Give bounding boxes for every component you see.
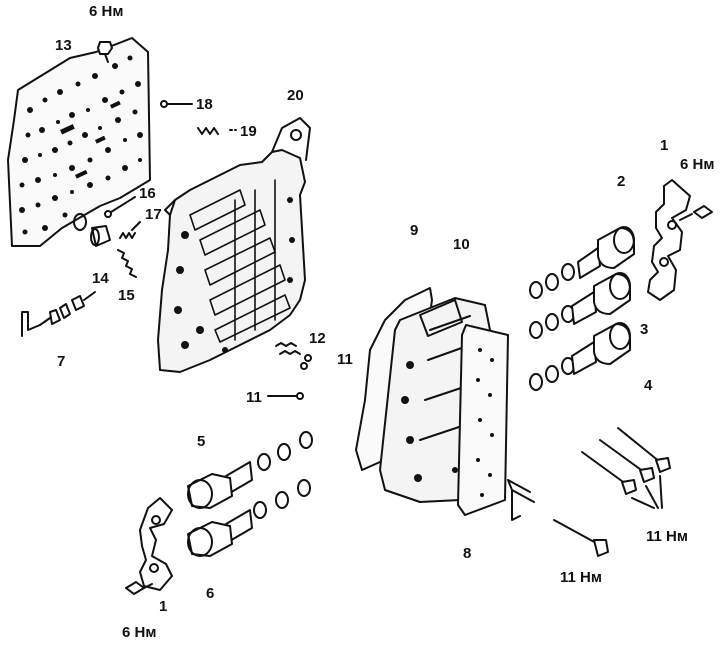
label-16: 16 <box>139 185 156 202</box>
label-torque-right: 6 Нм <box>680 156 715 173</box>
label-8: 8 <box>463 545 472 562</box>
label-5: 5 <box>197 433 206 450</box>
label-1-right: 1 <box>660 137 669 154</box>
valve-7 <box>21 291 96 337</box>
o-rings-right <box>529 263 575 391</box>
label-20: 20 <box>287 87 304 104</box>
bracket-right <box>647 179 691 301</box>
solenoid-6 <box>187 509 253 557</box>
spring-17 <box>119 232 136 239</box>
label-15: 15 <box>118 287 135 304</box>
label-4: 4 <box>644 377 653 394</box>
ball-11c <box>296 392 304 400</box>
label-6: 6 <box>206 585 215 602</box>
bolt-right <box>693 205 713 219</box>
label-1-bottom: 1 <box>159 598 168 615</box>
solenoid-2 <box>577 226 635 279</box>
label-11a: 11 <box>337 351 353 368</box>
bolt-bottom <box>125 581 145 595</box>
label-17: 17 <box>145 206 162 223</box>
spring-19 <box>197 127 219 135</box>
label-12: 12 <box>309 330 326 347</box>
label-2: 2 <box>617 173 626 190</box>
label-torque-bolts: 11 Нм <box>646 528 688 545</box>
label-torque-top: 6 Нм <box>89 3 124 20</box>
label-13: 13 <box>55 37 72 54</box>
ball-11a <box>304 354 312 362</box>
label-9: 9 <box>410 222 419 239</box>
solenoid-4 <box>571 322 631 375</box>
bracket-bottom <box>139 497 173 591</box>
ball-16 <box>104 210 112 218</box>
plug-14 <box>73 213 111 247</box>
label-14: 14 <box>92 270 109 287</box>
label-torque-bottom: 6 Нм <box>122 624 157 641</box>
bolt-top <box>97 41 113 63</box>
label-19: 19 <box>240 123 257 140</box>
label-10: 10 <box>453 236 470 253</box>
detent-spring <box>507 479 535 521</box>
label-18: 18 <box>196 96 213 113</box>
solenoid-5 <box>187 461 253 509</box>
spring-12b <box>279 350 301 355</box>
spring-15 <box>117 249 137 278</box>
upper-valve-body <box>157 117 311 373</box>
ball-11b <box>300 362 308 370</box>
spring-12a <box>275 342 297 347</box>
separator-plate <box>7 37 151 247</box>
cover-plate-8 <box>457 324 509 516</box>
o-rings-left <box>253 431 313 519</box>
label-11b: 11 <box>246 389 262 406</box>
label-3: 3 <box>640 321 649 338</box>
label-7: 7 <box>57 353 66 370</box>
label-torque-long-bolt: 11 Нм <box>560 569 602 586</box>
bolts-11nm <box>581 427 671 509</box>
solenoid-3 <box>571 272 631 325</box>
long-bolt <box>553 519 609 557</box>
